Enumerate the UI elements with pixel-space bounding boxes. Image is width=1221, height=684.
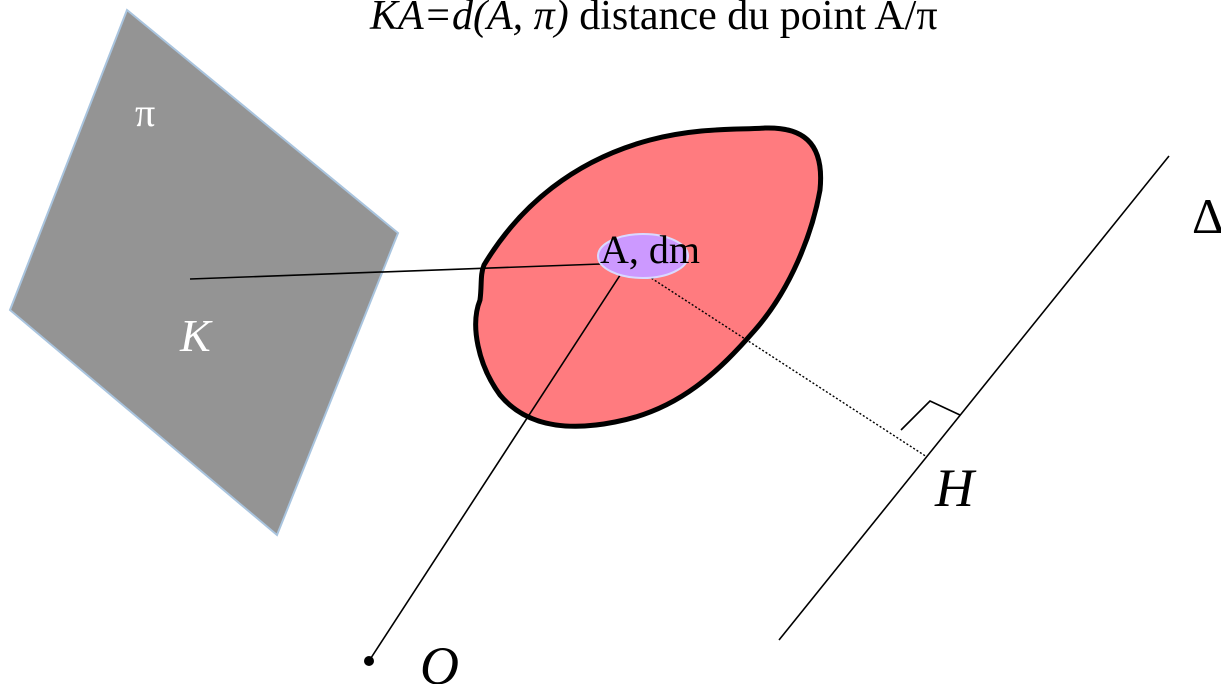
plane-point-label: K: [179, 310, 213, 361]
right-angle-marker: [900, 400, 961, 431]
plane-label: π: [135, 90, 155, 135]
line-delta: [778, 155, 1170, 641]
title-formula: KA=d(A, π): [369, 0, 569, 39]
origin-label: O: [420, 636, 459, 684]
title-text: KA=d(A, π) distance du point A/π: [369, 0, 938, 39]
element-dm: [597, 233, 689, 279]
segment-OA: [368, 262, 629, 662]
plane-pi: [8, 8, 400, 537]
title-description: distance du point A/π: [569, 0, 938, 39]
origin-point: [364, 656, 374, 666]
line-label: Δ: [1192, 188, 1221, 244]
foot-label: H: [934, 458, 977, 518]
segment-AH: [627, 262, 928, 458]
element-label: A, dm: [600, 227, 700, 272]
segment-KA: [189, 262, 629, 280]
